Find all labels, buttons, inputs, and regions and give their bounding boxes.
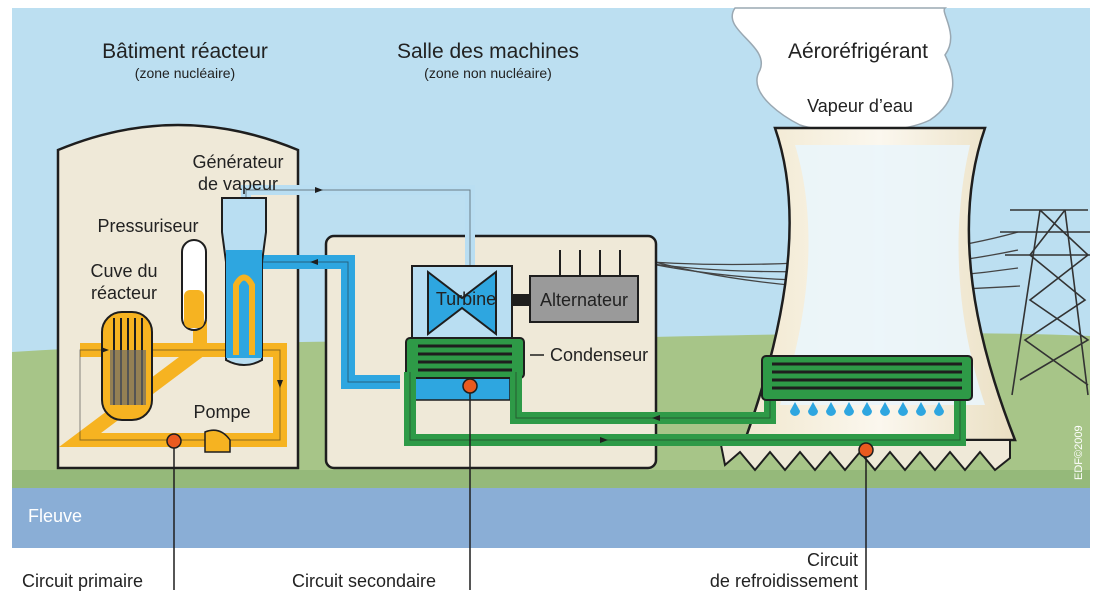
pylon-icon bbox=[1000, 209, 1090, 396]
cooling-circuit-label-2: de refroidissement bbox=[710, 571, 858, 591]
turbine-label: Turbine bbox=[436, 289, 496, 309]
ground-strip bbox=[12, 470, 1090, 490]
alternator-box bbox=[529, 275, 639, 323]
river bbox=[12, 488, 1090, 548]
water-vapor-label: Vapeur d’eau bbox=[807, 96, 913, 116]
alternator-label: Alternateur bbox=[540, 290, 628, 310]
pump-label: Pompe bbox=[193, 402, 250, 422]
machine-hall-title: Salle des machines bbox=[397, 40, 579, 63]
water-drops bbox=[790, 402, 944, 416]
primary-circuit-label: Circuit primaire bbox=[22, 571, 143, 591]
river-label: Fleuve bbox=[28, 506, 82, 526]
secondary-circuit-label: Circuit secondaire bbox=[292, 571, 436, 591]
turbine-shaft bbox=[512, 294, 532, 306]
primary-marker bbox=[166, 433, 182, 449]
alternator-cables bbox=[559, 250, 621, 276]
cooling-tower-title: Aéroréfrigérant bbox=[788, 40, 928, 63]
condenser-label: Condenseur bbox=[550, 345, 648, 365]
reactor-vessel-label-2: réacteur bbox=[91, 283, 157, 303]
reactor-vessel-label-1: Cuve du bbox=[90, 261, 157, 281]
copyright-label: EDF©2009 bbox=[1073, 425, 1085, 480]
turbine-icon bbox=[427, 269, 497, 337]
cooling-circuit-label-1: Circuit bbox=[807, 550, 858, 570]
cooling-marker bbox=[858, 442, 874, 458]
reactor-zone-label: (zone nucléaire) bbox=[135, 65, 235, 81]
pump-icon bbox=[204, 429, 231, 453]
steam-generator-label-2: de vapeur bbox=[198, 174, 278, 194]
reactor-building-title: Bâtiment réacteur bbox=[102, 40, 268, 63]
pressurizer-label: Pressuriseur bbox=[97, 216, 198, 236]
flow-arrows bbox=[101, 187, 660, 443]
steam-generator-label-1: Générateur bbox=[192, 152, 283, 172]
machine-zone-label: (zone non nucléaire) bbox=[424, 65, 552, 81]
condenser bbox=[405, 337, 525, 379]
secondary-marker bbox=[462, 378, 478, 394]
tower-inner-steam bbox=[780, 145, 985, 405]
